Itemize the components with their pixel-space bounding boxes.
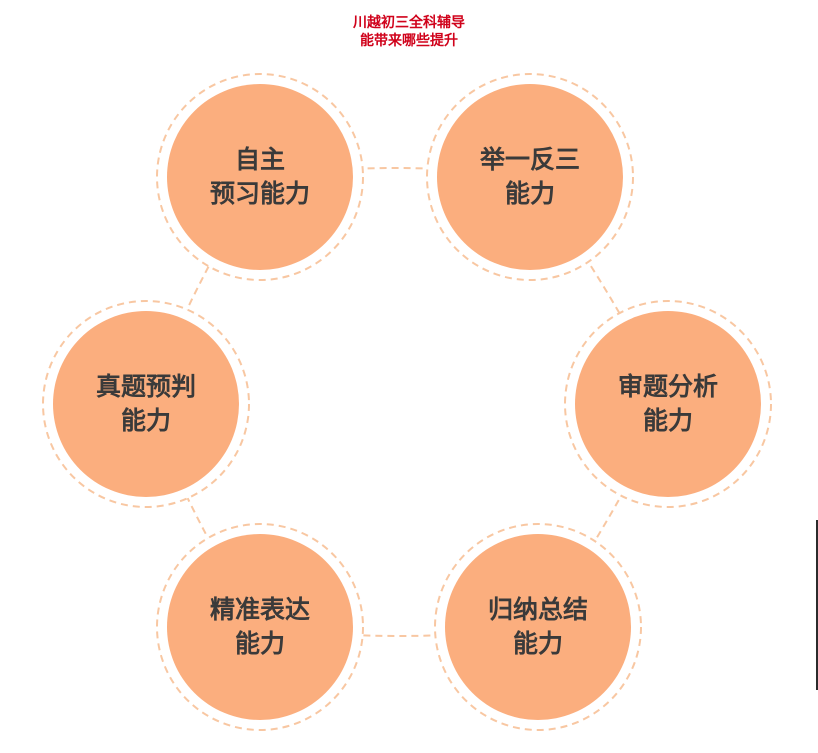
node-line: 能力 [234,629,285,658]
node-summarize: 归纳总结 能力 [443,593,633,661]
node-inference: 举一反三 能力 [435,143,625,211]
node-line: 审题分析 [617,372,718,401]
connector-link [259,167,531,178]
node-line: 举一反三 [479,145,580,174]
node-circle [167,534,353,720]
filled-circles [53,84,761,720]
node-circle [575,311,761,497]
node-line: 能力 [120,406,171,435]
node-line: 能力 [504,179,555,208]
node-line: 精准表达 [209,595,310,624]
title-line-2: 能带来哪些提升 [360,33,458,49]
scrollbar-edge[interactable] [816,520,818,690]
node-line: 归纳总结 [487,595,588,624]
node-circle [167,84,353,270]
node-precise-expression: 精准表达 能力 [165,593,355,661]
node-circle [445,534,631,720]
diagram-title: 川越初三全科辅导 能带来哪些提升 [300,14,518,50]
node-line: 能力 [642,406,693,435]
node-question-analysis: 审题分析 能力 [573,370,763,438]
node-line: 真题预判 [95,372,196,401]
node-circle [53,311,239,497]
title-line-1: 川越初三全科辅导 [353,15,465,31]
node-line: 自主 [234,145,285,174]
node-line: 能力 [512,629,563,658]
node-line: 预习能力 [209,179,310,208]
node-self-preview: 自主 预习能力 [165,143,355,211]
node-exam-prediction: 真题预判 能力 [51,370,241,438]
node-circle [437,84,623,270]
